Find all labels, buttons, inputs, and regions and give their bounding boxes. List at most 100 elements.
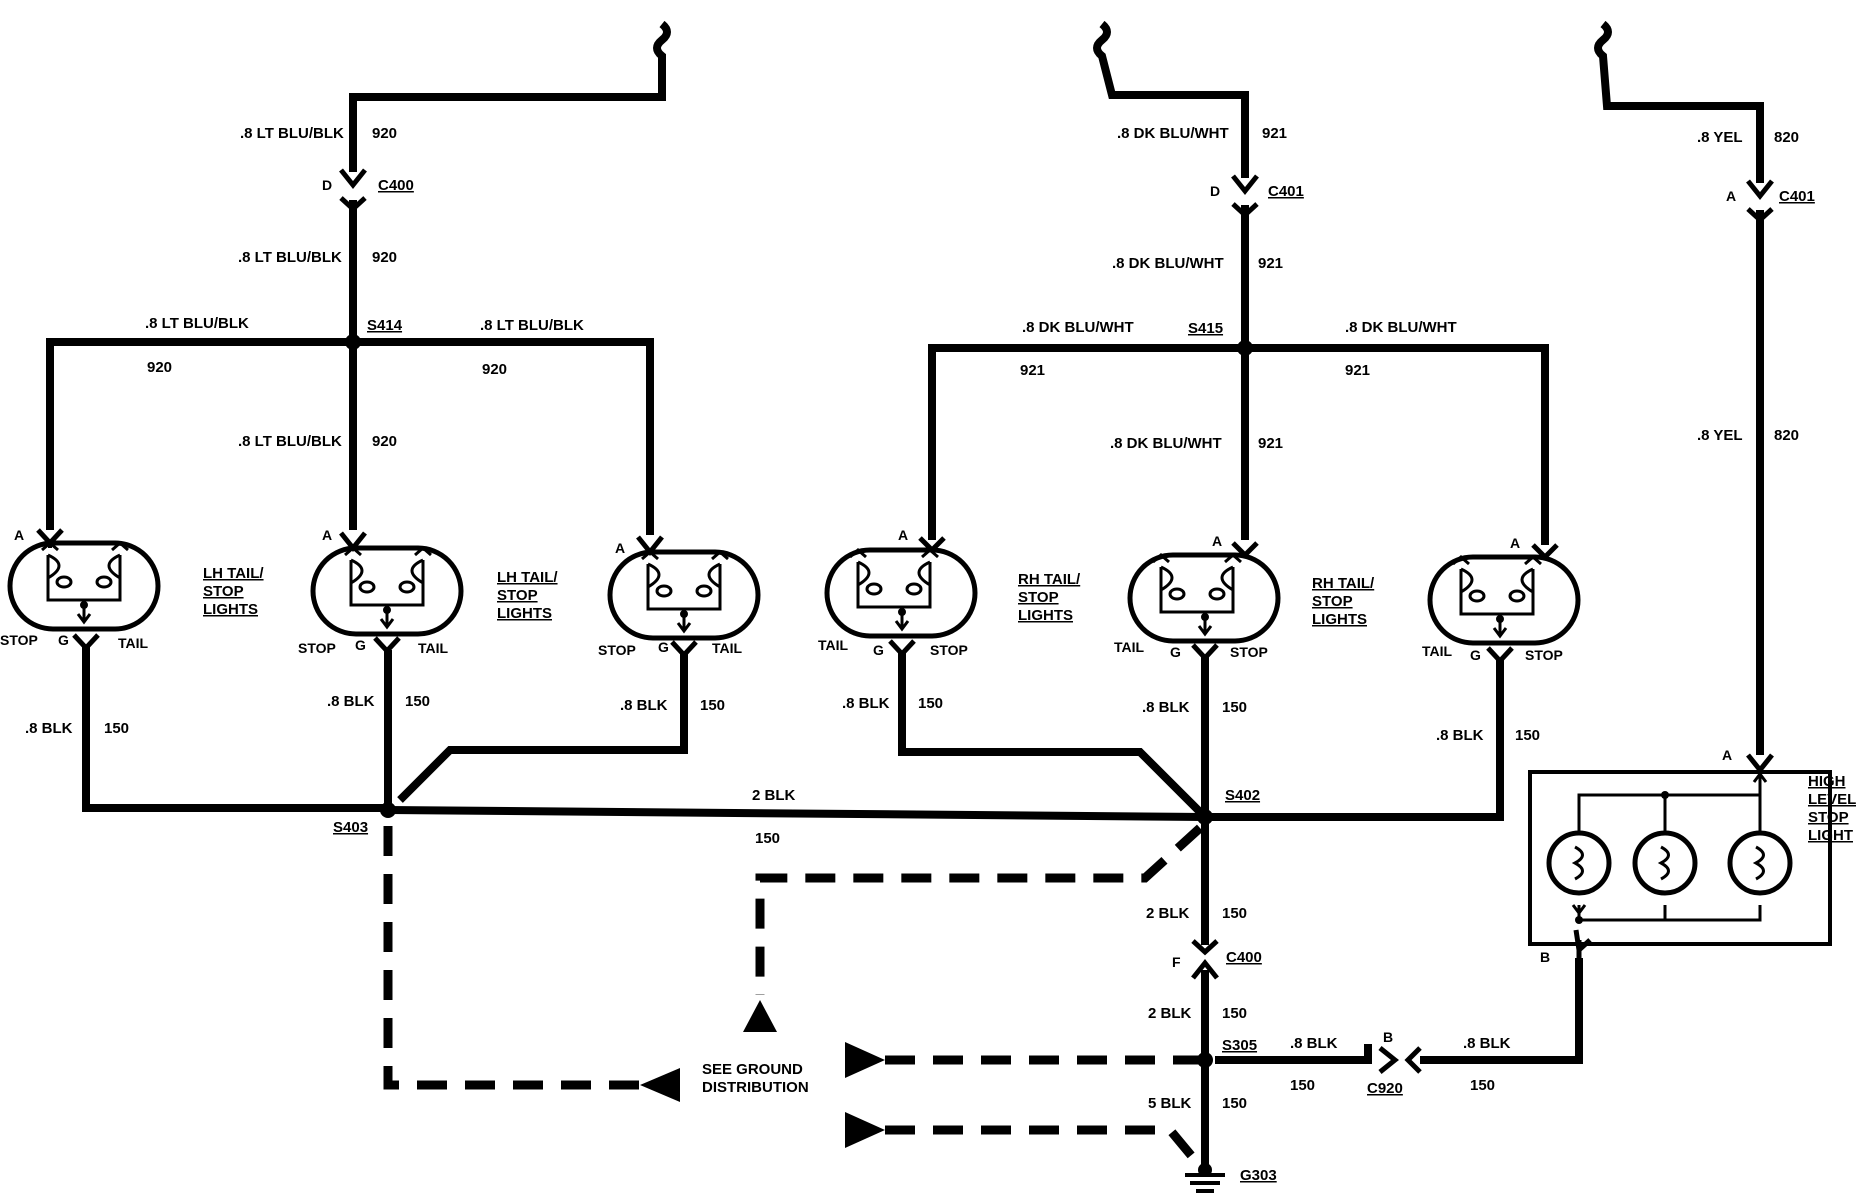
pin-a-rh2: A [1212,533,1222,549]
svg-text:RH TAIL/: RH TAIL/ [1312,575,1375,592]
label-920-circuit-5: 920 [372,433,397,450]
svg-text:STOP: STOP [497,587,538,604]
pin-g-rh3: G [1470,647,1481,663]
splice-s415-label: S415 [1188,320,1223,337]
splice-s402-label: S402 [1225,787,1260,804]
label-920-size-3: .8 LT BLU/BLK [145,315,249,332]
svg-text:RH TAIL/: RH TAIL/ [1018,571,1081,588]
splice-s305 [1197,1052,1213,1068]
svg-text:LIGHTS: LIGHTS [1312,611,1367,628]
label-blk-size-2: .8 BLK [327,693,375,710]
connector-c401-right [1746,179,1774,224]
label-blk-circuit-1: 150 [104,720,129,737]
wire-920-branches [46,338,654,535]
term-tail-lh3: TAIL [712,640,743,656]
component-rh-lights-1: RH TAIL/ STOP LIGHTS [1018,571,1081,624]
pin-a-rh3: A [1510,535,1520,551]
term-stop-lh2: STOP [298,640,336,656]
arrow-up-ground-ref [743,1000,777,1032]
lamp-rh-1 [824,536,978,658]
pin-a-rh1: A [898,527,908,543]
connector-c400-label-2: C400 [1226,949,1262,966]
label-blk-size-8: .8 BLK [1463,1035,1511,1052]
label-920-circuit-2: 920 [372,249,397,266]
connector-c400-bottom [1191,939,1219,980]
label-blk-circuit-4: 150 [918,695,943,712]
label-921-size-1: .8 DK BLU/WHT [1117,125,1229,142]
splice-s305-label: S305 [1222,1037,1257,1054]
connector-c920-label: C920 [1367,1080,1403,1097]
arrow-right-ground-ref-2 [845,1112,885,1148]
ground-distribution-dashed [383,824,1204,1163]
label-921-circuit-1: 921 [1262,125,1287,142]
label-921-circuit-5: 921 [1258,435,1283,452]
svg-text:LH TAIL/: LH TAIL/ [497,569,558,586]
splice-s415 [1237,340,1253,356]
pin-f-c400: F [1172,954,1181,970]
term-tail-lh2: TAIL [418,640,449,656]
label-920-circuit-3: 920 [147,359,172,376]
pin-g-lh1: G [58,632,69,648]
label-blk-circuit-6: 150 [1515,727,1540,744]
label-921-size-5: .8 DK BLU/WHT [1110,435,1222,452]
wire-820-feed [1594,20,1764,755]
term-stop-rh1: STOP [930,642,968,658]
connector-c401-mid [1231,174,1259,219]
pin-a-hls: A [1722,747,1732,763]
label-921-circuit-4: 921 [1345,362,1370,379]
component-lh-lights-1: LH TAIL/ STOP LIGHTS [203,565,264,618]
lamp-lh-3-ground-dot [680,610,688,618]
term-stop-rh3: STOP [1525,647,1563,663]
component-rh-lights-2: RH TAIL/ STOP LIGHTS [1312,575,1375,628]
label-blk-size-1: .8 BLK [25,720,73,737]
svg-text:STOP: STOP [1312,593,1353,610]
arrow-right-ground-ref-1 [845,1042,885,1078]
term-tail-lh1: TAIL [118,635,149,651]
svg-text:LEVEL: LEVEL [1808,791,1856,808]
ground-g303-symbol [1185,1173,1225,1193]
label-blk-circuit-7: 150 [1290,1077,1315,1094]
label-920-circuit-1: 920 [372,125,397,142]
splice-s414-label: S414 [367,317,403,334]
label-blk-size-5: .8 BLK [1142,699,1190,716]
label-5blk-size: 5 BLK [1148,1095,1192,1112]
term-stop-rh2: STOP [1230,644,1268,660]
label-blk-circuit-2: 150 [405,693,430,710]
label-blk-circuit-8: 150 [1470,1077,1495,1094]
label-920-size-2: .8 LT BLU/BLK [238,249,342,266]
svg-text:LIGHT: LIGHT [1808,827,1853,844]
term-tail-rh1: TAIL [818,637,849,653]
wire-920-feed [349,20,671,342]
wire-921-feed [1093,20,1249,348]
lamp-rh-2 [1127,541,1281,662]
label-blk-size-7: .8 BLK [1290,1035,1338,1052]
pin-g-rh2: G [1170,644,1181,660]
ground-g303-label: G303 [1240,1167,1277,1184]
label-921-circuit-2: 921 [1258,255,1283,272]
ground-wires [82,645,1583,1175]
splice-s403-label: S403 [333,819,368,836]
label-921-size-3: .8 DK BLU/WHT [1022,319,1134,336]
splice-s414 [345,334,361,350]
label-2blk-circuit-3: 150 [1222,1005,1247,1022]
connector-c401-label-2: C401 [1779,188,1815,205]
term-stop-lh1: STOP [0,632,38,648]
label-blk-size-3: .8 BLK [620,697,668,714]
lamp-lh-2 [310,531,464,655]
svg-text:LH TAIL/: LH TAIL/ [203,565,264,582]
label-blk-size-4: .8 BLK [842,695,890,712]
ground-g303-dot [1198,1163,1212,1177]
connector-c400-label: C400 [378,177,414,194]
label-820-size-2: .8 YEL [1697,427,1743,444]
see-ground-distribution: SEE GROUND DISTRIBUTION [702,1061,809,1096]
term-stop-lh3: STOP [598,642,636,658]
pin-b-hls: B [1540,949,1550,965]
component-lh-lights-2: LH TAIL/ STOP LIGHTS [497,569,558,622]
pin-g-lh3: G [658,639,669,655]
label-blk-size-6: .8 BLK [1436,727,1484,744]
high-level-stop-light [1528,753,1832,958]
component-high-level-stop-light: HIGH LEVEL STOP LIGHT [1808,773,1856,844]
svg-text:SEE GROUND: SEE GROUND [702,1061,803,1078]
label-921-circuit-3: 921 [1020,362,1045,379]
